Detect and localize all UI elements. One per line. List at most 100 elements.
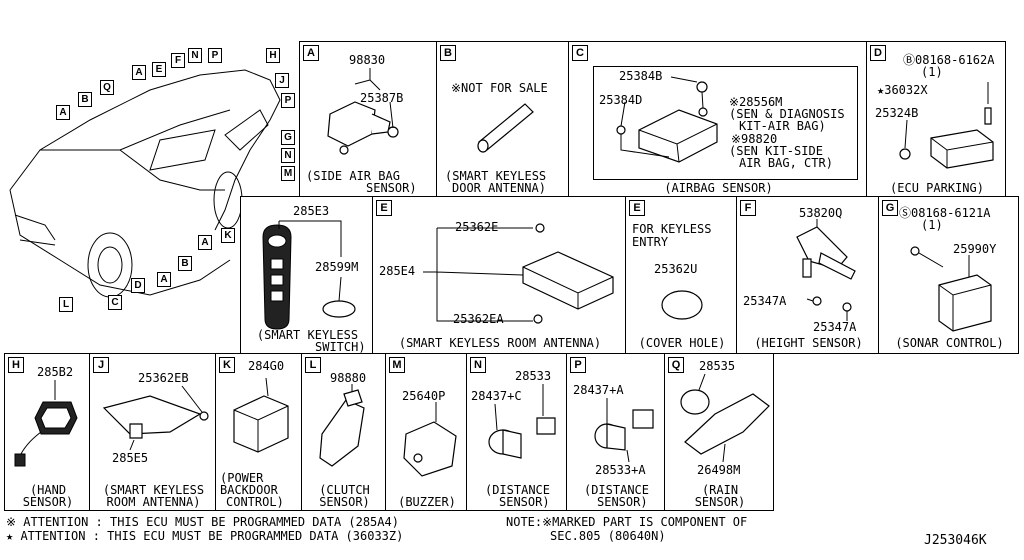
car-tag-A2[interactable]: A <box>132 65 146 80</box>
section-D-ecu-parking[interactable]: D Ⓑ08168-6162A (1) ★36032X 25324B (ECU P… <box>866 41 1006 197</box>
car-tag-B2[interactable]: B <box>178 256 192 271</box>
car-tag-J[interactable]: J <box>275 73 289 88</box>
part-description: (SEN KIT-SIDE <box>729 144 823 158</box>
section-J-room-antenna[interactable]: J 25362EB 285E5 (SMART KEYLESS ROOM ANTE… <box>89 353 216 511</box>
car-outline-drawing <box>9 69 281 298</box>
car-tag-F[interactable]: F <box>171 53 185 68</box>
part-number[interactable]: 28535 <box>699 359 736 373</box>
caption-line-2: SENSOR) <box>366 181 417 195</box>
section-letter: E <box>629 200 645 216</box>
part-number[interactable]: 25387B <box>360 91 404 105</box>
part-number[interactable]: 25362E <box>455 220 499 234</box>
attention-note-1: ※ ATTENTION : THIS ECU MUST BE PROGRAMME… <box>6 515 399 529</box>
section-letter: J <box>93 357 109 373</box>
section-K-power-backdoor[interactable]: K 284G0 (POWER BACKDOOR CONTROL) <box>215 353 302 511</box>
part-description: KIT-AIR BAG) <box>739 119 826 133</box>
car-tag-G[interactable]: G <box>281 130 295 145</box>
part-number[interactable]: 28599M <box>315 260 359 274</box>
part-number[interactable]: 285E5 <box>112 451 149 465</box>
car-tag-D[interactable]: D <box>131 278 145 293</box>
section-letter: H <box>8 357 24 373</box>
part-number[interactable]: 285E3 <box>293 204 330 218</box>
section-E-room-antenna[interactable]: E 25362E 285E4 25362EA (SMART KEYLESS RO… <box>372 196 626 354</box>
part-number[interactable]: 98830 <box>349 53 386 67</box>
caption-line-1: (POWER <box>220 471 264 485</box>
section-F-height-sensor[interactable]: F 53820Q 25347A 25347A (HEIGHT SENSOR) <box>736 196 879 354</box>
car-tag-A3[interactable]: A <box>198 235 212 250</box>
section-E-cover-hole[interactable]: E FOR KEYLESS ENTRY 25362U (COVER HOLE) <box>625 196 737 354</box>
section-P-distance-sensor[interactable]: P 28437+A 28533+A (DISTANCE SENSOR) <box>566 353 665 511</box>
section-H-hand-sensor[interactable]: H 285B2 (HAND SENSOR) <box>4 353 90 511</box>
part-number[interactable]: 25384D <box>599 93 643 107</box>
part-number[interactable]: 25362U <box>654 262 698 276</box>
section-G-sonar-control[interactable]: G Ⓢ08168-6121A (1) 25990Y (SONAR CONTROL… <box>878 196 1019 354</box>
part-number[interactable]: 25347A <box>813 320 857 334</box>
car-tag-C[interactable]: C <box>108 295 122 310</box>
part-number[interactable]: Ⓢ08168-6121A <box>899 206 991 220</box>
car-tag-E[interactable]: E <box>152 62 166 77</box>
caption-line-1: (DISTANCE <box>583 483 650 497</box>
caption-line-1: (SMART KEYLESS <box>445 169 547 183</box>
part-number[interactable]: 53820Q <box>799 206 843 220</box>
note-line-1: FOR KEYLESS <box>632 222 712 236</box>
caption-line-1: (BUZZER) <box>398 495 456 509</box>
caption-line-2: SENSOR) <box>22 495 74 509</box>
car-tag-N2[interactable]: N <box>281 148 295 163</box>
part-number[interactable]: 25347A <box>743 294 787 308</box>
diagram-id: J253046K <box>924 533 987 548</box>
part-number[interactable]: 25362EA <box>453 312 504 326</box>
part-number[interactable]: 25990Y <box>953 242 997 256</box>
car-tag-A[interactable]: A <box>56 105 70 120</box>
car-tag-N[interactable]: N <box>188 48 202 63</box>
section-Q-rain-sensor[interactable]: Q 28535 26498M (RAIN SENSOR) <box>664 353 774 511</box>
section-letter: D <box>870 45 886 61</box>
car-tag-A4[interactable]: A <box>157 272 171 287</box>
part-number[interactable]: 285B2 <box>37 365 74 379</box>
part-number[interactable]: 285E4 <box>379 264 416 278</box>
sonar-control-drawing <box>910 246 992 332</box>
caption-line-2: SENSOR) <box>694 495 746 509</box>
part-quantity: (1) <box>921 218 943 232</box>
caption-line-1: (CLUTCH <box>319 483 370 497</box>
car-tag-Q[interactable]: Q <box>100 80 114 95</box>
part-number[interactable]: ※28556M <box>729 95 783 109</box>
part-number[interactable]: 284G0 <box>248 359 285 373</box>
part-number[interactable]: 25362EB <box>138 371 189 385</box>
section-N-distance-sensor[interactable]: N 28533 28437+C (DISTANCE SENSOR) <box>466 353 567 511</box>
part-number[interactable]: Ⓑ08168-6162A <box>903 53 995 67</box>
part-number[interactable]: 26498M <box>697 463 741 477</box>
part-number[interactable]: ※98820 <box>731 132 778 146</box>
hand-sensor-drawing <box>14 380 78 467</box>
part-number[interactable]: 28533 <box>515 369 552 383</box>
section-L-clutch-sensor[interactable]: L 98880 (CLUTCH SENSOR) <box>301 353 386 511</box>
section-M-buzzer[interactable]: M 25640P (BUZZER) <box>385 353 467 511</box>
part-number[interactable]: 28437+A <box>573 383 624 397</box>
part-number[interactable]: 28533+A <box>595 463 646 477</box>
section-letter: A <box>303 45 319 61</box>
car-tag-P[interactable]: P <box>208 48 222 63</box>
caption-line-1: (HEIGHT SENSOR) <box>754 336 863 350</box>
part-number[interactable]: 25640P <box>402 389 446 403</box>
cover-hole-drawing <box>661 290 703 320</box>
car-tag-M[interactable]: M <box>281 166 295 181</box>
section-B-door-antenna[interactable]: B ※NOT FOR SALE (SMART KEYLESS DOOR ANTE… <box>436 41 569 197</box>
caption-line-2: SWITCH) <box>315 340 366 354</box>
section-A-side-airbag-sensor[interactable]: A 98830 25387B (SIDE AIR BAG SENSOR) <box>299 41 437 197</box>
car-tag-P2[interactable]: P <box>281 93 295 108</box>
car-tag-K[interactable]: K <box>221 228 235 243</box>
part-number[interactable]: 25324B <box>875 106 919 120</box>
part-number[interactable]: 28437+C <box>471 389 522 403</box>
caption-line-1: (HAND <box>29 483 67 497</box>
section-letter: N <box>470 357 486 373</box>
airbag-frame <box>593 66 858 180</box>
car-tag-B[interactable]: B <box>78 92 92 107</box>
part-number[interactable]: 25384B <box>619 69 663 83</box>
section-C-airbag-sensor[interactable]: C 25384B 25384D ※28556M (SEN & DIAGNOSIS… <box>568 41 867 197</box>
rain-sensor-drawing <box>680 373 770 463</box>
part-number[interactable]: ★36032X <box>877 83 928 97</box>
caption-line-1: (SIDE AIR BAG <box>306 169 400 183</box>
car-tag-H[interactable]: H <box>266 48 280 63</box>
car-tag-L[interactable]: L <box>59 297 73 312</box>
section-smart-keyless-switch[interactable]: 285E3 28599M (SMART KEYLESS SWITCH) <box>240 196 373 354</box>
part-number[interactable]: 98880 <box>330 371 367 385</box>
